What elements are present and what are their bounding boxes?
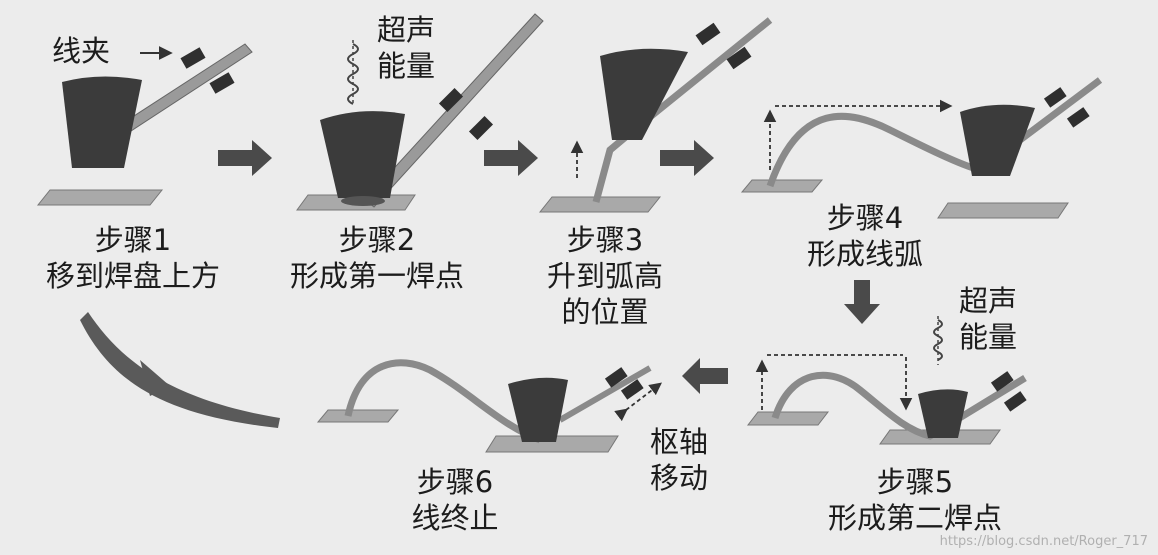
ultrasonic-energy-label-bottom: 超声 能量 (959, 283, 1017, 355)
wire-loop (771, 371, 1027, 440)
step-description: 线终止 (411, 501, 499, 535)
return-arrow-head (140, 360, 170, 396)
flow-arrow-down (844, 280, 880, 324)
clamp-label: 线夹 (52, 34, 111, 68)
capillary (62, 76, 142, 168)
step4-caption: 步骤4 形成线弧 (780, 200, 950, 272)
pivot-label-line1: 枢轴 (650, 425, 709, 459)
capillary (320, 111, 405, 198)
step-title: 步骤3 (566, 223, 644, 257)
step-title: 步骤2 (338, 223, 416, 257)
ultrasonic-label-line2: 能量 (377, 49, 436, 83)
step-title: 步骤6 (416, 465, 494, 499)
ultrasonic-energy-label-top: 超声 能量 (377, 12, 435, 84)
first-bond-pad (746, 411, 830, 426)
pivot-motion-arrow (614, 382, 663, 422)
bond-pad (36, 189, 164, 206)
step3-caption: 步骤3 升到弧高 的位置 (510, 222, 700, 330)
second-bond-pad (485, 435, 619, 453)
step-description: 形成第二焊点 (827, 501, 1002, 535)
step6-caption: 步骤6 线终止 (390, 464, 520, 536)
step4-illustration (740, 77, 1103, 219)
step2-illustration (296, 13, 544, 211)
capillary (918, 389, 968, 438)
flow-arrow (660, 140, 714, 176)
watermark: https://blog.csdn.net/Roger_717 (939, 534, 1148, 549)
step-description: 形成线弧 (806, 237, 923, 271)
step-description: 移到焊盘上方 (45, 259, 220, 293)
capillary (600, 48, 688, 140)
return-arrow (80, 312, 280, 428)
step3-illustration (538, 17, 773, 213)
ultrasonic-wave-icon (933, 319, 943, 361)
step5-illustration (746, 316, 1027, 445)
step1-caption: 步骤1 移到焊盘上方 (18, 222, 248, 294)
step6-illustration (316, 359, 663, 453)
ultrasonic-label-line2: 能量 (959, 320, 1018, 354)
wire-clamp-lower (209, 72, 235, 94)
flow-arrow (484, 140, 538, 176)
flow-arrow-left (682, 358, 728, 394)
step-description: 的位置 (561, 295, 649, 329)
second-bond-pad (937, 202, 1069, 219)
pivot-move-label: 枢轴 移动 (650, 424, 708, 496)
wire-clamp-upper (180, 47, 206, 69)
wire-loop (766, 77, 1103, 188)
step-description: 形成第一焊点 (289, 259, 464, 293)
bond-pad (538, 196, 662, 213)
pivot-label-line2: 移动 (650, 461, 709, 495)
wire-loop (344, 359, 542, 444)
ultrasonic-label-line1: 超声 (959, 284, 1018, 318)
step-description: 升到弧高 (546, 259, 663, 293)
step-title: 步骤5 (876, 465, 954, 499)
capillary (508, 377, 568, 442)
first-bond-pad (316, 409, 400, 423)
step-title: 步骤1 (94, 223, 172, 257)
step5-caption: 步骤5 形成第二焊点 (800, 464, 1030, 536)
wire-tail (558, 365, 652, 423)
flow-arrow (218, 140, 272, 176)
first-bond-pad (740, 179, 824, 193)
step2-caption: 步骤2 形成第一焊点 (262, 222, 492, 294)
ultrasonic-label-line1: 超声 (377, 13, 436, 47)
step-title: 步骤4 (826, 201, 904, 235)
step1-illustration (36, 43, 253, 206)
capillary (960, 104, 1035, 176)
